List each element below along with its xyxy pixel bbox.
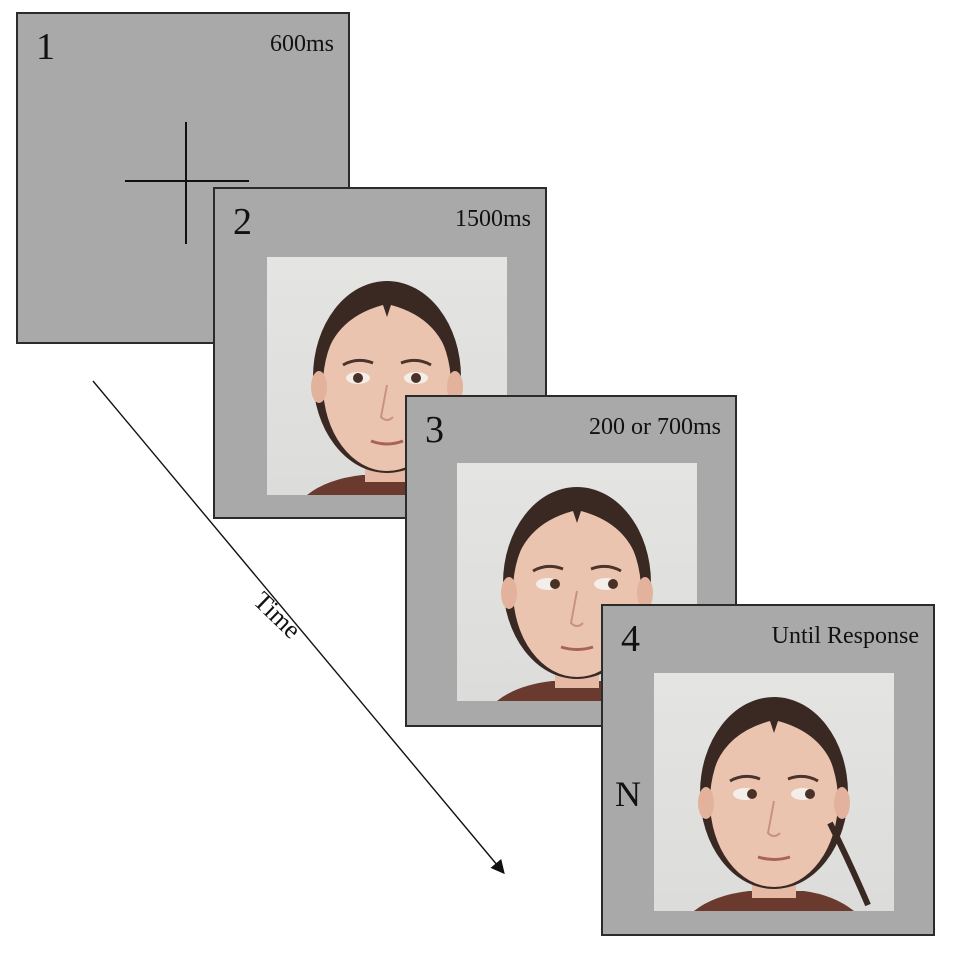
trial-frame-4: 4 Until Response N bbox=[601, 604, 935, 936]
frame-duration: 200 or 700ms bbox=[589, 414, 721, 440]
fixation-cross-vertical bbox=[185, 122, 187, 244]
frame-number: 3 bbox=[425, 409, 444, 451]
fixation-cross-horizontal bbox=[125, 180, 249, 182]
frame-duration: 1500ms bbox=[454, 206, 531, 232]
frame-duration: 600ms bbox=[269, 31, 334, 57]
face-photo-averted-gaze bbox=[457, 463, 697, 701]
target-letter: N bbox=[615, 774, 641, 814]
frame-number: 2 bbox=[233, 201, 252, 243]
frame-duration: Until Response bbox=[771, 623, 919, 649]
face-photo-averted-gaze bbox=[654, 673, 894, 911]
frame-number: 1 bbox=[36, 26, 55, 68]
frame-number: 4 bbox=[621, 618, 640, 660]
